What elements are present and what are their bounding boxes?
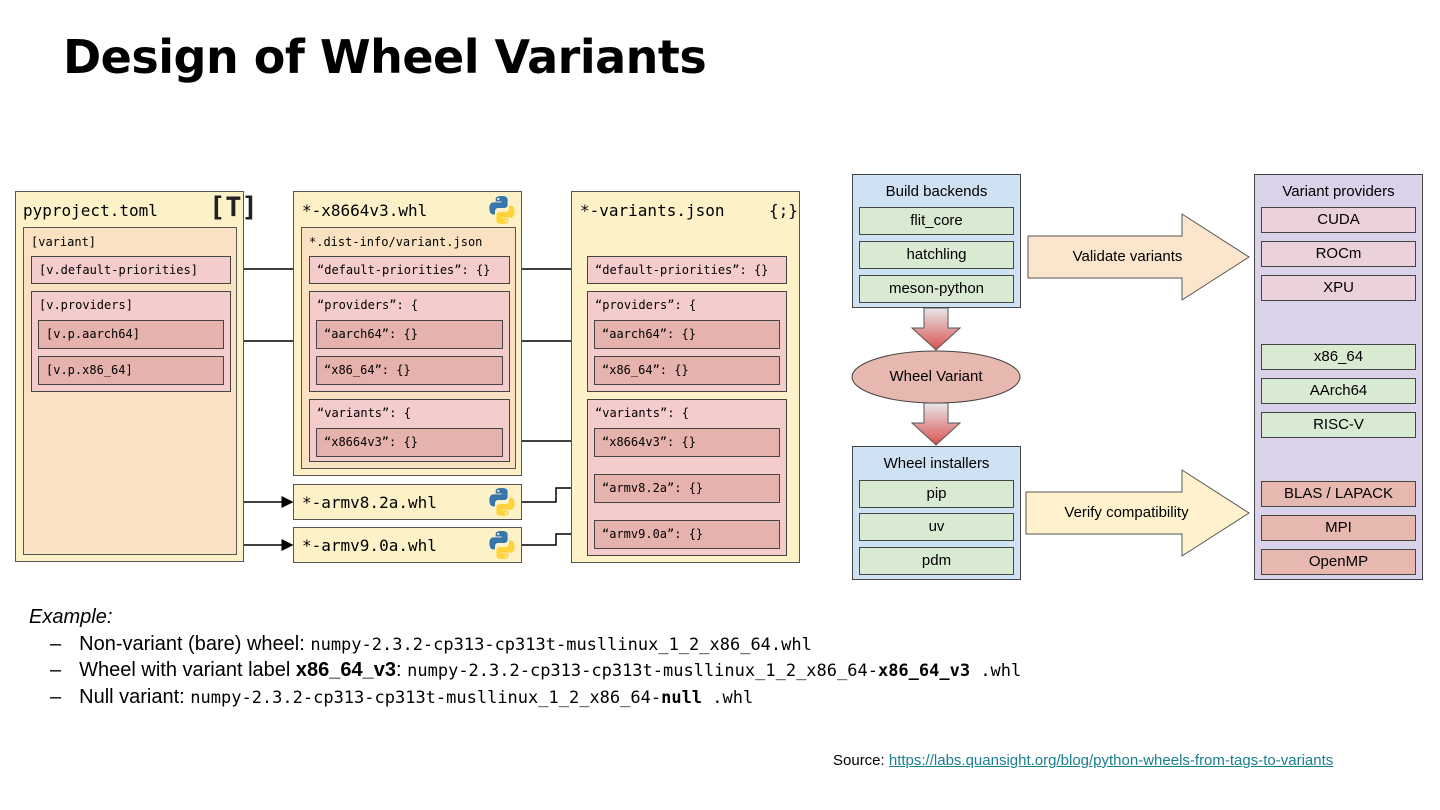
example-bullet-bare: –Non-variant (bare) wheel: numpy-2.3.2-c… bbox=[50, 633, 812, 656]
json-variants-label: “variants”: { bbox=[595, 406, 689, 420]
verify-arrow-icon bbox=[1025, 469, 1250, 557]
wheel-aarch64: “aarch64”: {} bbox=[316, 320, 503, 349]
provider-rocm: ROCm bbox=[1261, 241, 1416, 267]
bullet-bold-label: x86_64_v3 bbox=[295, 659, 397, 681]
provider-openmp: OpenMP bbox=[1261, 549, 1416, 575]
wheel-armv82a-panel: *-armv8.2a.whl bbox=[293, 484, 522, 520]
bullet-code-ext: .whl bbox=[970, 661, 1022, 681]
provider-cuda: CUDA bbox=[1261, 207, 1416, 233]
python-logo-icon bbox=[489, 488, 515, 516]
json-armv82a: “armv8.2a”: {} bbox=[594, 474, 780, 503]
dist-info-box: *.dist-info/variant.json “default-priori… bbox=[301, 227, 516, 469]
wheel-variants-box: “variants”: { “x8664v3”: {} bbox=[309, 399, 510, 462]
pyproject-panel: pyproject.toml [T] [variant] [v.default-… bbox=[15, 191, 258, 562]
example-bullet-variant: –Wheel with variant label x86_64_v3: num… bbox=[50, 659, 1021, 682]
v-p-aarch64: [v.p.aarch64] bbox=[38, 320, 224, 349]
wheel-x86-64: “x86_64”: {} bbox=[316, 356, 503, 385]
bullet-text: Wheel with variant label bbox=[79, 659, 296, 681]
wheel-variant-ellipse bbox=[851, 350, 1021, 404]
json-armv90a: “armv9.0a”: {} bbox=[594, 520, 780, 549]
down-arrow-icon bbox=[910, 307, 962, 351]
v-providers-label: [v.providers] bbox=[39, 298, 133, 312]
bullet-code-bold: null bbox=[661, 688, 703, 708]
bullet-dash: – bbox=[50, 659, 62, 681]
source-label: Source: bbox=[833, 752, 889, 769]
wheel-providers-label: “providers”: { bbox=[317, 298, 419, 312]
bullet-dash: – bbox=[50, 633, 62, 655]
flow-shapes bbox=[851, 213, 1250, 557]
wheel-installers-title: Wheel installers bbox=[883, 455, 990, 472]
pyproject-header: pyproject.toml bbox=[23, 201, 158, 220]
wheel-x8664v3-panel: *-x8664v3.whl *.dist-info/variant.json “… bbox=[293, 191, 522, 476]
wheel-armv90a-header: *-armv9.0a.whl bbox=[302, 536, 437, 555]
v-p-x86-64: [v.p.x86_64] bbox=[38, 356, 224, 385]
installer-uv: uv bbox=[859, 513, 1014, 541]
wheel-default-priorities: “default-priorities”: {} bbox=[309, 256, 510, 284]
python-logo-icon bbox=[489, 196, 515, 224]
provider-blas-lapack: BLAS / LAPACK bbox=[1261, 481, 1416, 507]
json-x86-64: “x86_64”: {} bbox=[594, 356, 780, 385]
source-line: Source: https://labs.quansight.org/blog/… bbox=[833, 752, 1333, 769]
provider-aarch64: AArch64 bbox=[1261, 378, 1416, 404]
pyproject-inner: [variant] [v.default-priorities] [v.prov… bbox=[23, 227, 237, 555]
validate-variants-label: Validate variants bbox=[1072, 248, 1183, 265]
installer-pdm: pdm bbox=[859, 547, 1014, 575]
v-providers-box: [v.providers] [v.p.aarch64] [v.p.x86_64] bbox=[31, 291, 231, 392]
example-bullet-null: –Null variant: numpy-2.3.2-cp313-cp313t-… bbox=[50, 686, 753, 709]
bullet-code: numpy-2.3.2-cp313-cp313t-musllinux_1_2_x… bbox=[407, 661, 878, 681]
variants-json-panel: *-variants.json {;} “default-priorities”… bbox=[571, 191, 800, 563]
wheel-armv90a-panel: *-armv9.0a.whl bbox=[293, 527, 522, 563]
toml-icon: [T] bbox=[209, 192, 258, 223]
variant-providers-title: Variant providers bbox=[1282, 183, 1395, 200]
provider-x86-64: x86_64 bbox=[1261, 344, 1416, 370]
wheel-installers-box: Wheel installers pip uv pdm bbox=[852, 446, 1021, 580]
variant-section-label: [variant] bbox=[31, 235, 97, 249]
wheel-armv82a-header: *-armv8.2a.whl bbox=[302, 493, 437, 512]
bullet-code: numpy-2.3.2-cp313-cp313t-musllinux_1_2_x… bbox=[310, 635, 812, 655]
bullet-colon: : bbox=[396, 659, 408, 681]
bullet-code-bold: x86_64_v3 bbox=[877, 661, 971, 681]
build-backends-title: Build backends bbox=[885, 183, 988, 200]
wheel-providers-box: “providers”: { “aarch64”: {} “x86_64”: {… bbox=[309, 291, 510, 392]
backend-hatchling: hatchling bbox=[859, 241, 1014, 269]
json-variants-box: “variants”: { “x8664v3”: {} “armv8.2a”: … bbox=[587, 399, 787, 556]
provider-risc-v: RISC-V bbox=[1261, 412, 1416, 438]
validate-arrow-icon bbox=[1027, 213, 1250, 301]
bullet-code: numpy-2.3.2-cp313-cp313t-musllinux_1_2_x… bbox=[190, 688, 662, 708]
json-icon: {;} bbox=[769, 201, 798, 220]
json-default-priorities: “default-priorities”: {} bbox=[587, 256, 787, 284]
page-title: Design of Wheel Variants bbox=[63, 30, 707, 84]
wheel-x8664v3-header: *-x8664v3.whl bbox=[302, 201, 428, 220]
python-logo-icon bbox=[489, 531, 515, 559]
backend-meson-python: meson-python bbox=[859, 275, 1014, 303]
bullet-code-ext: .whl bbox=[702, 688, 754, 708]
provider-xpu: XPU bbox=[1261, 275, 1416, 301]
json-aarch64: “aarch64”: {} bbox=[594, 320, 780, 349]
wheel-variant-label: Wheel Variant bbox=[889, 368, 983, 385]
dist-info-label: *.dist-info/variant.json bbox=[309, 235, 483, 249]
bullet-dash: – bbox=[50, 686, 62, 708]
bullet-text: Non-variant (bare) wheel: bbox=[79, 633, 311, 655]
variant-providers-box: Variant providers CUDA ROCm XPU x86_64 A… bbox=[1254, 174, 1423, 580]
json-x8664v3: “x8664v3”: {} bbox=[594, 428, 780, 457]
down-arrow-icon bbox=[910, 402, 962, 446]
provider-mpi: MPI bbox=[1261, 515, 1416, 541]
wheel-variants-label: “variants”: { bbox=[317, 406, 411, 420]
example-label: Example: bbox=[29, 606, 113, 628]
json-providers-label: “providers”: { bbox=[595, 298, 697, 312]
verify-compatibility-label: Verify compatibility bbox=[1064, 504, 1189, 521]
v-default-priorities: [v.default-priorities] bbox=[31, 256, 231, 284]
wheel-x8664v3: “x8664v3”: {} bbox=[316, 428, 503, 457]
build-backends-box: Build backends flit_core hatchling meson… bbox=[852, 174, 1021, 308]
bullet-text: Null variant: bbox=[79, 686, 191, 708]
backend-flit-core: flit_core bbox=[859, 207, 1014, 235]
installer-pip: pip bbox=[859, 480, 1014, 508]
json-providers-box: “providers”: { “aarch64”: {} “x86_64”: {… bbox=[587, 291, 787, 392]
source-link[interactable]: https://labs.quansight.org/blog/python-w… bbox=[888, 752, 1334, 769]
variants-json-header: *-variants.json bbox=[580, 201, 725, 220]
